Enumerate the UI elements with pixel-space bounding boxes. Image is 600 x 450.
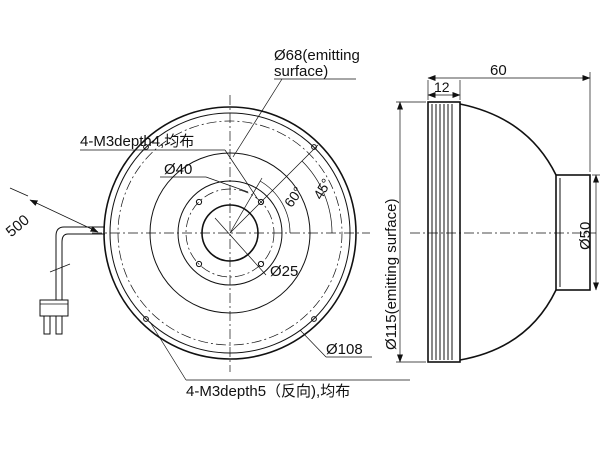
leader-dia-40-diag xyxy=(205,176,249,193)
side-flange-grooves xyxy=(431,104,453,360)
side-rear-hub xyxy=(555,174,591,291)
label-width-12: 12 xyxy=(434,79,450,95)
label-rear-holes: 4-M3depth5（反向),均布 xyxy=(186,383,350,400)
mounting-hole xyxy=(257,198,265,206)
side-dome-top xyxy=(459,103,557,176)
angle-ref-line-45 xyxy=(229,144,319,234)
leader-dia-25 xyxy=(214,217,267,276)
mounting-hole xyxy=(143,144,149,150)
leader-rear-holes xyxy=(149,321,187,381)
side-flange xyxy=(427,101,461,363)
hub-circle-25 xyxy=(201,204,259,262)
leader-dia-68 xyxy=(232,78,283,158)
connector-tab-left xyxy=(43,315,51,335)
mounting-hole xyxy=(143,316,149,322)
emitting-surface-circle-68 xyxy=(149,152,311,314)
angle-ref-line-60 xyxy=(229,177,263,234)
outer-rim-circle xyxy=(109,112,351,354)
label-dia-25: Ø25 xyxy=(270,263,298,280)
label-front-holes: 4-M3depth4,均布 xyxy=(80,133,194,150)
dim-500-ext xyxy=(9,187,29,197)
bolt-circle-inner xyxy=(185,188,275,278)
label-dia-115: Ø115(emitting surface) xyxy=(383,199,400,350)
outer-circle-108 xyxy=(103,106,357,360)
label-angle-60: 60° xyxy=(281,184,306,211)
label-dia-40: Ø40 xyxy=(164,161,192,178)
label-cable-length: 500 xyxy=(3,212,33,241)
side-dome-bottom xyxy=(459,289,557,361)
angle-arc-45 xyxy=(301,160,333,234)
cable-outline-bottom xyxy=(61,233,105,300)
label-depth-60: 60 xyxy=(490,62,507,79)
label-dia-108: Ø108 xyxy=(326,341,363,358)
label-dia-68-line2: surface) xyxy=(274,63,328,80)
front-view xyxy=(80,78,410,381)
mounting-hole xyxy=(195,260,203,268)
mounting-hole xyxy=(311,316,317,322)
cable-break xyxy=(49,263,71,273)
cable xyxy=(9,187,105,335)
leader-front-holes-diag xyxy=(224,149,258,199)
label-dia-50: Ø50 xyxy=(577,222,594,250)
angle-arc-60 xyxy=(259,180,291,234)
leader-dia-108 xyxy=(299,329,327,358)
connector-body xyxy=(39,299,69,317)
bolt-circle-outer xyxy=(117,120,343,346)
side-view xyxy=(396,72,600,363)
mounting-hole xyxy=(257,260,265,268)
inner-circle-40 xyxy=(177,180,283,286)
label-dia-68: Ø68(emitting xyxy=(274,47,360,64)
connector-tab-right xyxy=(55,315,63,335)
cable-outline-top xyxy=(55,226,105,300)
mounting-hole xyxy=(195,198,203,206)
dim-500-line xyxy=(29,199,99,233)
rear-mounting-holes xyxy=(143,144,317,322)
front-mounting-holes xyxy=(195,198,265,268)
dimension-labels: Ø68(emitting surface) 4-M3depth4,均布 Ø40 … xyxy=(3,47,594,400)
label-angle-45: 45° xyxy=(310,176,334,202)
